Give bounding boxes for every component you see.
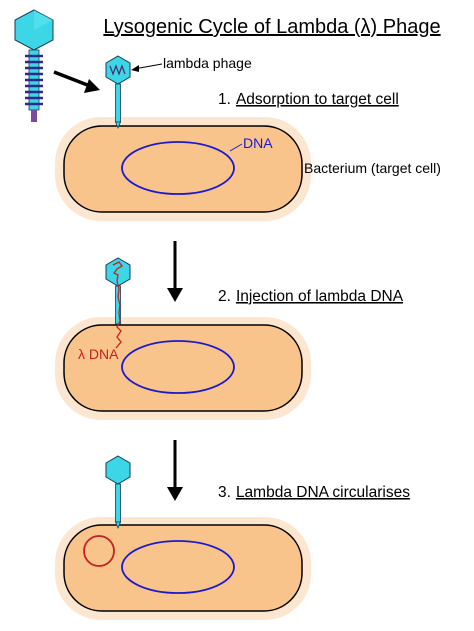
phage-3-head	[105, 455, 131, 485]
lambda-phage-leader	[131, 63, 163, 72]
free-phage-head-facet	[34, 10, 53, 30]
bacterium-cell-1	[55, 117, 311, 221]
phage-1-tail	[115, 83, 121, 123]
step-3-label: 3. Lambda DNA circularises	[218, 484, 410, 501]
phage-1-packed-dna	[109, 64, 126, 76]
phage-3-empty	[105, 455, 131, 530]
free-phage-tail-fibers	[31, 110, 37, 122]
free-phage-illustration	[14, 9, 54, 122]
lambda-dna-label: λ DNA	[78, 346, 119, 362]
free-phage-tail-sheath	[25, 54, 43, 106]
cell-3-nucleoid-dna	[121, 540, 235, 594]
phage-1-adsorbed	[105, 55, 131, 130]
step-3-number: 3.	[218, 484, 231, 501]
diagram-title: Lysogenic Cycle of Lambda (λ) Phage	[103, 16, 440, 38]
lambda-dna-injected-strand	[112, 261, 123, 349]
step-2-number: 2.	[218, 288, 231, 305]
cell-1-membrane	[63, 125, 303, 213]
step-1-number: 1.	[218, 91, 231, 108]
phage-3-tail	[115, 483, 121, 523]
down-arrow-2	[167, 440, 183, 501]
circularised-lambda-dna	[83, 535, 115, 567]
cell-3-membrane	[63, 524, 303, 612]
step-2-text: Injection of lambda DNA	[236, 288, 404, 305]
step-1-text: Adsorption to target cell	[236, 91, 399, 108]
cell-2-membrane	[63, 324, 303, 412]
dna-label: DNA	[243, 135, 273, 151]
step-1-label: 1. Adsorption to target cell	[218, 91, 399, 108]
bacterium-cell-3	[55, 517, 311, 620]
approach-arrow	[53, 70, 100, 93]
cell-2-nucleoid-dna	[121, 340, 235, 394]
phage-3-tail-tip	[114, 521, 122, 530]
step-2-label: 2. Injection of lambda DNA	[218, 288, 404, 305]
lambda-phage-label: lambda phage	[163, 55, 252, 71]
cell-1-nucleoid-dna	[121, 141, 235, 195]
phage-1-tail-tip	[114, 121, 122, 130]
down-arrow-1	[167, 241, 183, 302]
step-3-text: Lambda DNA circularises	[236, 484, 410, 501]
dna-label-leader	[229, 143, 243, 152]
bacterium-label: Bacterium (target cell)	[304, 160, 441, 176]
bacterium-cell-2	[55, 317, 311, 420]
phage-2-injecting	[105, 257, 131, 349]
